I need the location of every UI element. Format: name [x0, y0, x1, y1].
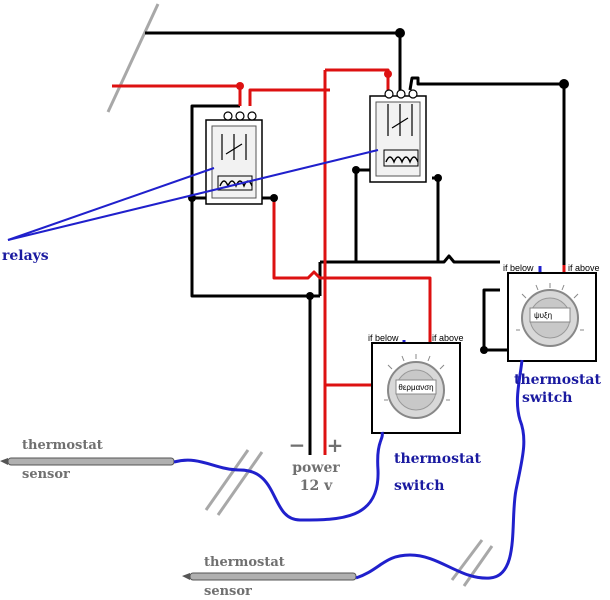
switch-2-dial-label: ψυξη — [534, 311, 552, 320]
switch-1-dial-label: θερμανση — [398, 383, 433, 392]
thermostat-switch-2 — [507, 272, 597, 362]
relay-2 — [369, 95, 427, 183]
black-wires — [145, 31, 566, 455]
power-minus: − — [289, 433, 306, 457]
wall-lines — [106, 3, 494, 587]
switch-2-title-line1: thermostat — [514, 372, 602, 388]
thermostat-sensor-2-probe — [182, 572, 357, 581]
thermostat-sensor-1-probe — [0, 457, 175, 466]
switch-1-title-line2: switch — [394, 478, 444, 494]
sensor-2-label-line1: thermostat — [204, 555, 285, 570]
switch-2-if-above: if above — [568, 263, 600, 273]
power-label-line1: power — [292, 460, 340, 476]
power-label-line2: 12 v — [300, 478, 333, 494]
sensor-2-label-line2: sensor — [204, 584, 252, 599]
switch-1-if-above: if above — [432, 333, 464, 343]
switch-1-if-below: if below — [368, 333, 399, 343]
sensor-1-label-line1: thermostat — [22, 438, 103, 453]
switch-2-title-line2: switch — [522, 390, 572, 406]
sensor-cables — [173, 359, 526, 580]
relay-2-terminals — [384, 89, 418, 99]
thermostat-switch-1 — [371, 342, 461, 434]
relay-pointer-lines — [7, 149, 379, 241]
relay-1-terminals — [223, 111, 257, 121]
red-junction-dots — [236, 70, 392, 90]
switch-2-if-below: if below — [503, 263, 534, 273]
power-plus: + — [327, 433, 344, 457]
sensor-1-label-line2: sensor — [22, 467, 70, 482]
relays-label: relays — [2, 248, 49, 264]
relay-1 — [205, 119, 263, 205]
junction-dots — [188, 28, 569, 354]
switch-1-title-line1: thermostat — [394, 451, 482, 467]
